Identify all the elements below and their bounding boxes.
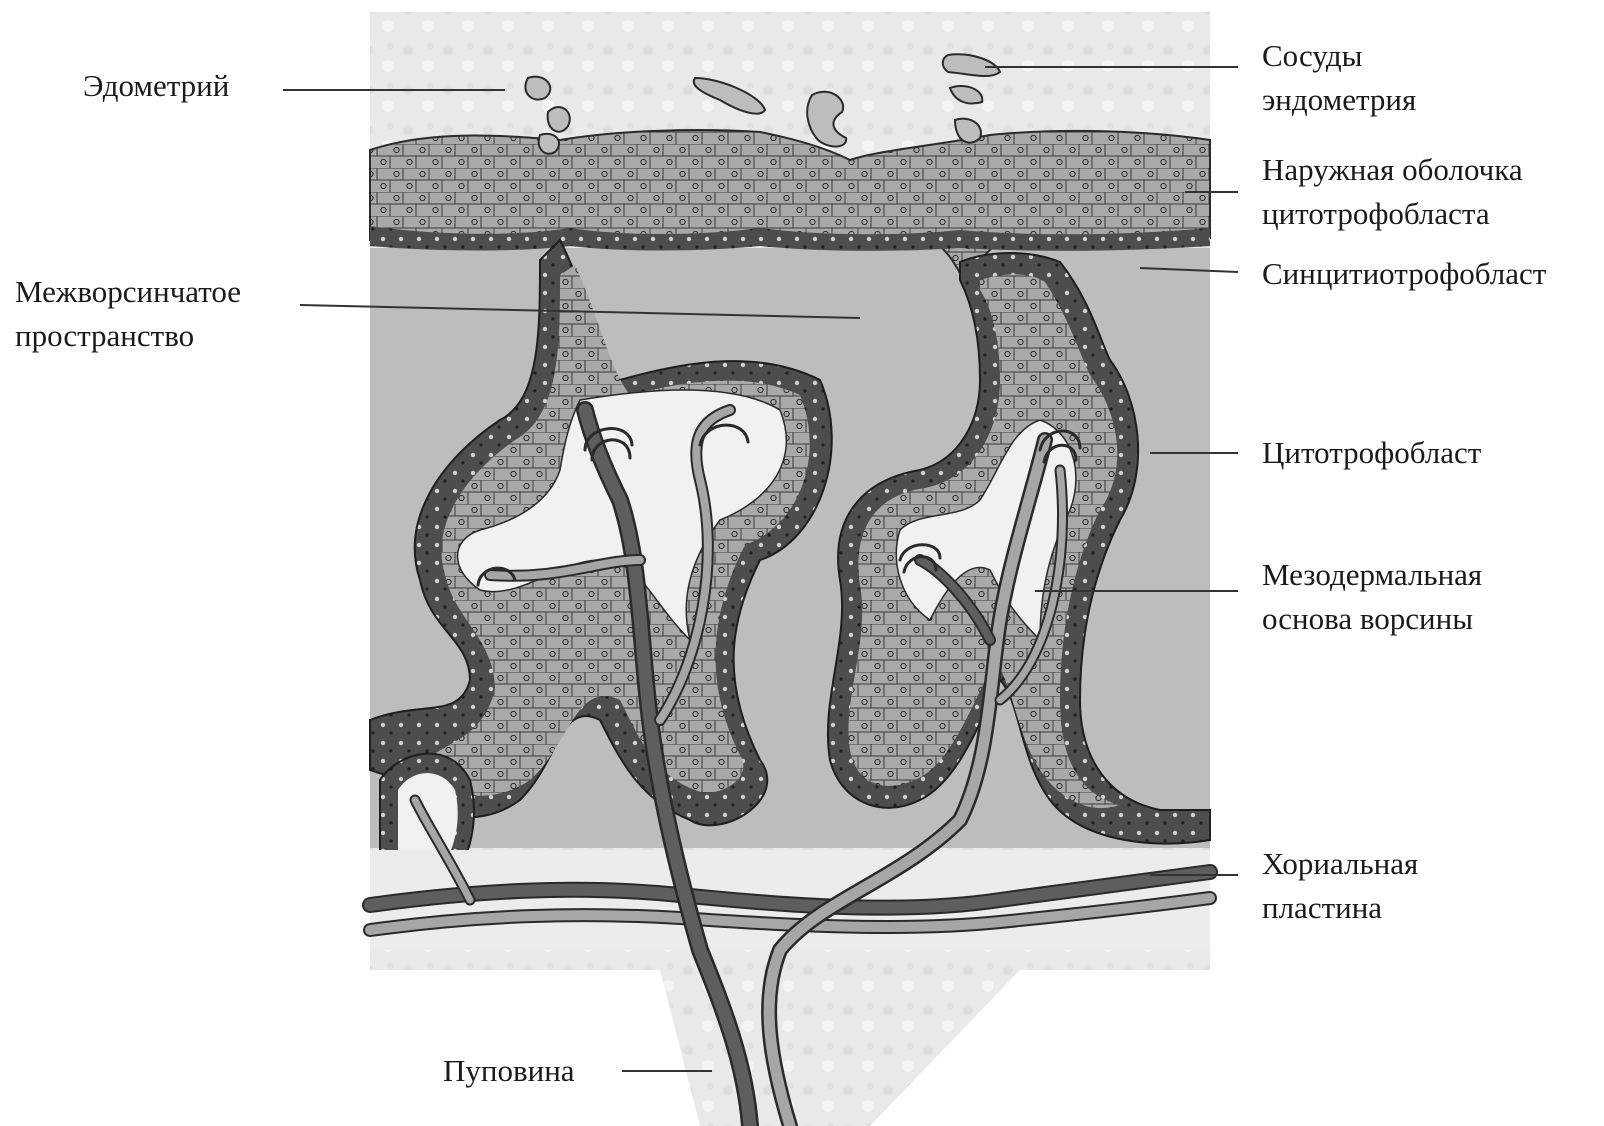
label-umbilical-cord: Пуповина — [443, 1049, 575, 1093]
label-endometrium: Эдометрий — [83, 64, 229, 108]
label-syncytiotrophoblast: Синцитиотрофобласт — [1262, 252, 1546, 296]
label-intervillous-space: Межворсинчатое пространство — [15, 270, 241, 358]
label-cytotrophoblast: Цитотрофобласт — [1262, 431, 1481, 475]
label-mesodermal-villus-core: Мезодермальная основа ворсины — [1262, 553, 1482, 641]
label-chorionic-plate: Хориальная пластина — [1262, 842, 1418, 930]
label-endometrial-vessels: Сосуды эндометрия — [1262, 34, 1416, 122]
label-outer-cytotrophoblast-shell: Наружная оболочка цитотрофобласта — [1262, 148, 1523, 236]
